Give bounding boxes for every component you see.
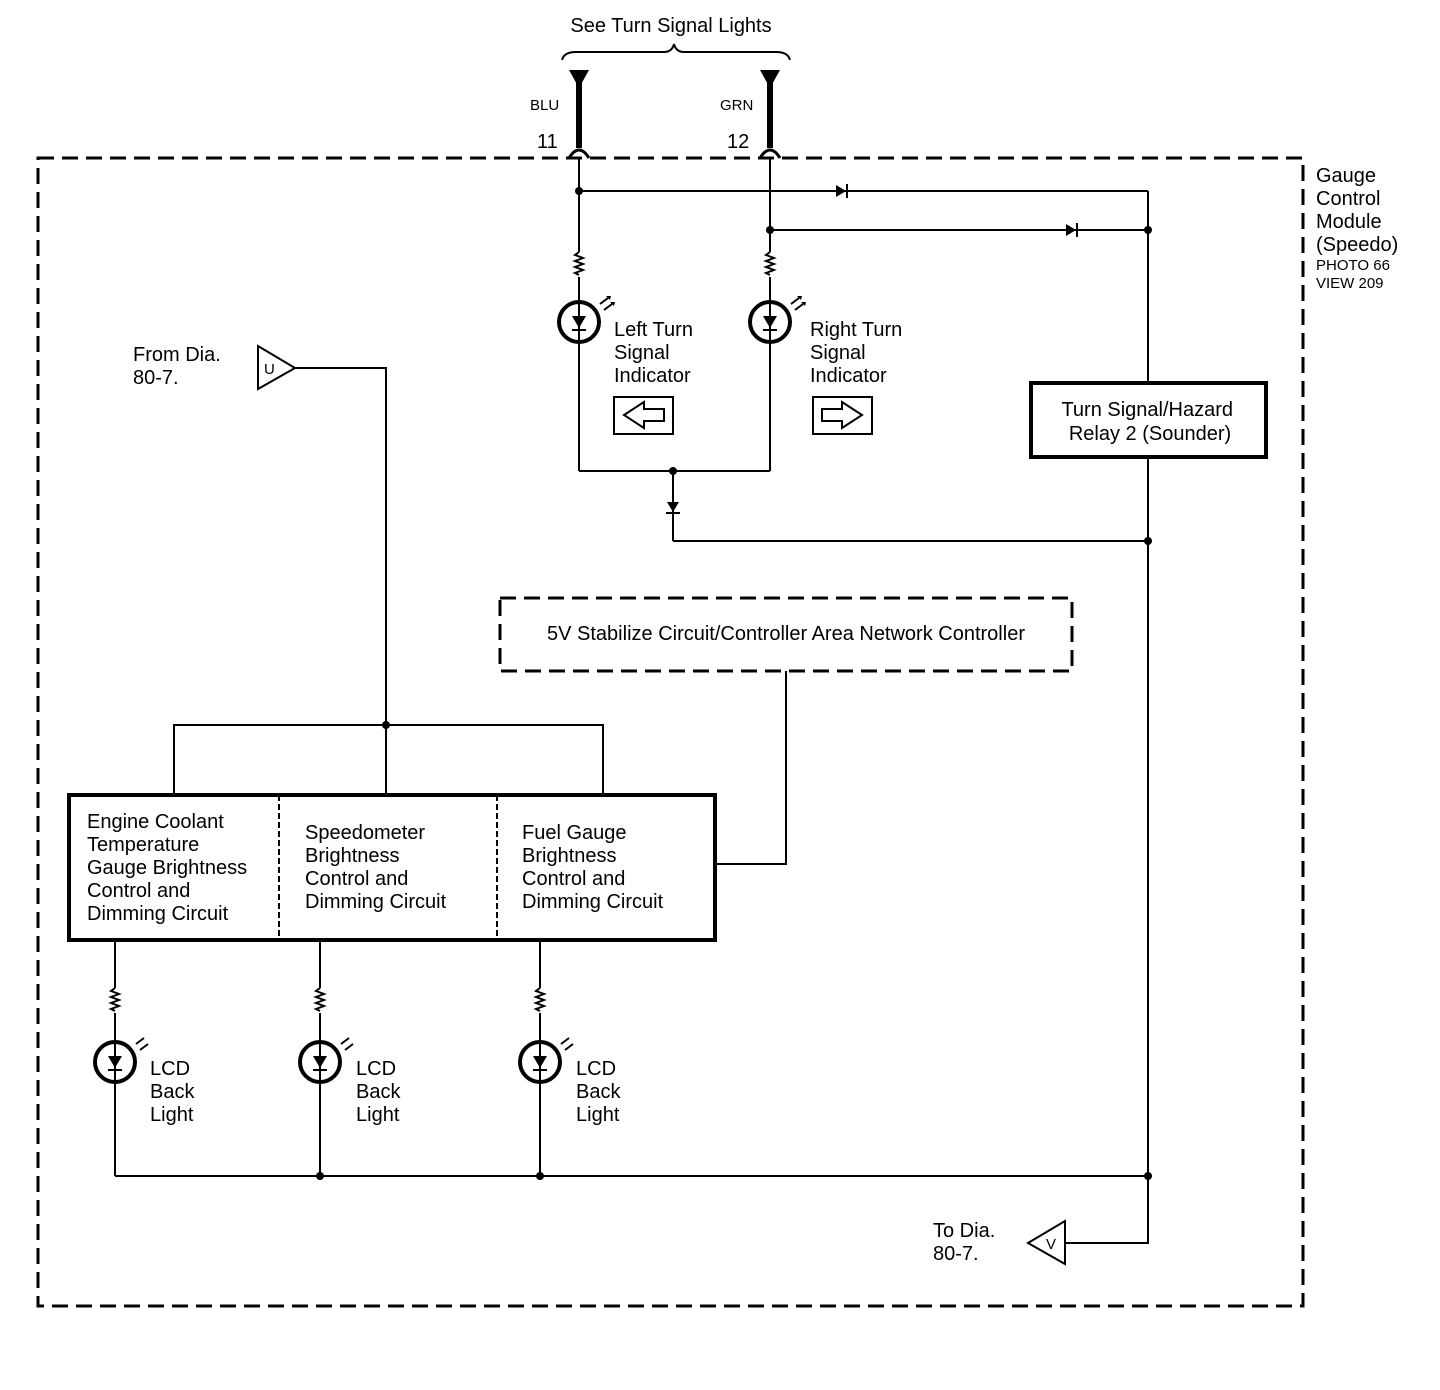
can-controller-box	[498, 596, 1074, 673]
module-boundary	[36, 156, 1305, 1308]
to-dia-label: To Dia. 80-7.	[933, 1220, 1001, 1265]
lcd-backlight-led-icon	[298, 1037, 354, 1084]
header-brace	[561, 43, 791, 61]
diode-indicator-return	[666, 502, 680, 514]
module-name: Gauge Control Module (Speedo)	[1316, 165, 1398, 256]
connector-arrow-blu	[569, 70, 589, 88]
module-photo: PHOTO 66	[1316, 257, 1390, 274]
connector-terminal-11	[567, 148, 591, 159]
see-turn-signal-lights-label: See Turn Signal Lights	[570, 15, 771, 37]
relay-label: Turn Signal/Hazard Relay 2 (Sounder)	[1061, 399, 1238, 445]
left-turn-led-icon	[557, 296, 615, 344]
diode-left-turn	[836, 184, 848, 198]
left-turn-indicator-label: Left Turn Signal Indicator	[614, 319, 699, 387]
dimming-circuits-box	[67, 793, 717, 942]
resistor-left-turn	[572, 251, 586, 276]
circuit-fuel-gauge-label: Fuel Gauge Brightness Control and Dimmin…	[522, 822, 664, 913]
from-dia-connector-icon	[257, 344, 297, 391]
from-dia-letter: U	[264, 361, 275, 378]
from-dia-label: From Dia. 80-7.	[133, 344, 226, 389]
circuit-engine-coolant-label: Engine Coolant Temperature Gauge Brightn…	[87, 811, 253, 925]
lcd-backlight-label-3: LCD Back Light	[576, 1058, 626, 1126]
can-controller-label: 5V Stabilize Circuit/Controller Area Net…	[547, 623, 1025, 645]
connector-pin-11: 11	[537, 131, 558, 153]
left-arrow-icon	[613, 396, 674, 435]
module-view: VIEW 209	[1316, 275, 1384, 292]
lcd-backlight-led-icon	[518, 1037, 574, 1084]
lcd-backlight-label-2: LCD Back Light	[356, 1058, 406, 1126]
resistor-right-turn	[763, 251, 777, 276]
connector-terminal-12	[758, 148, 782, 159]
right-turn-indicator-label: Right Turn Signal Indicator	[810, 319, 908, 387]
right-arrow-icon	[812, 396, 873, 435]
connector-pin-12: 12	[727, 131, 749, 153]
right-turn-led-icon	[748, 296, 806, 344]
connector-arrow-grn	[760, 70, 780, 88]
to-dia-letter: V	[1046, 1236, 1056, 1253]
lcd-backlight-led-icon	[93, 1037, 149, 1084]
connector-color-grn: GRN	[720, 97, 753, 114]
to-dia-connector-icon	[1026, 1219, 1066, 1266]
circuit-speedometer-label: Speedometer Brightness Control and Dimmi…	[305, 822, 447, 913]
connector-color-blu: BLU	[530, 97, 559, 114]
diode-right-turn	[1066, 223, 1078, 237]
lcd-backlight-label-1: LCD Back Light	[150, 1058, 200, 1126]
